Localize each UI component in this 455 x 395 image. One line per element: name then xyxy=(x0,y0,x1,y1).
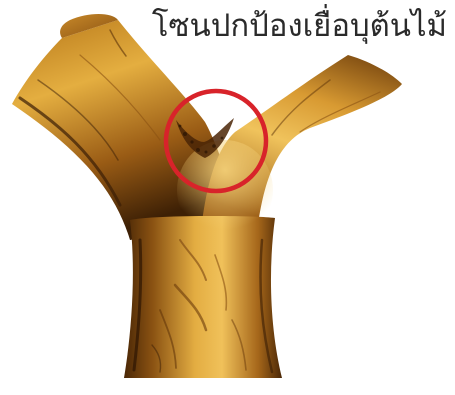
diagram-caption: โซนปกป้องเยื่อบุต้นไม้ xyxy=(152,6,447,46)
trunk xyxy=(124,216,282,378)
